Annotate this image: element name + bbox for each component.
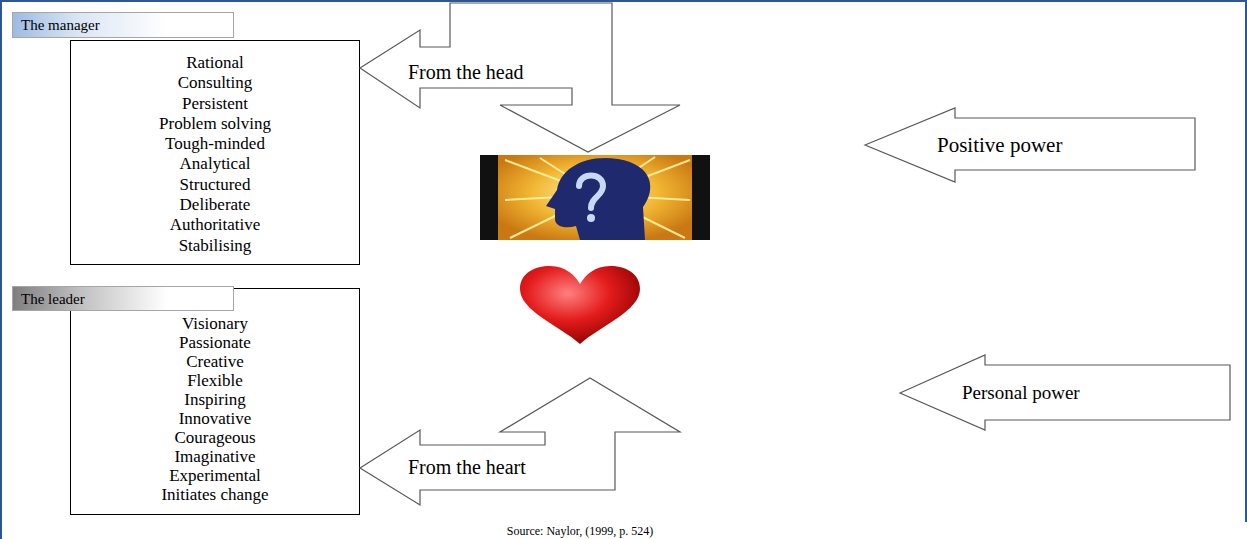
trait-text: Courageous bbox=[71, 428, 359, 447]
heading-text: The manager bbox=[21, 16, 225, 34]
block-arrow: From the head bbox=[360, 3, 680, 153]
caption-holder: Source: Naylor, (1999, p. 524) bbox=[0, 521, 1160, 539]
trait-text: Rational bbox=[71, 53, 359, 73]
arrow-shape bbox=[360, 378, 680, 505]
trait-text: Experimental bbox=[71, 466, 359, 485]
arrow-label: From the heart bbox=[408, 456, 526, 479]
trait-list-box: RationalConsultingPersistentProblem solv… bbox=[70, 40, 360, 265]
block-arrow: From the heart bbox=[360, 378, 680, 505]
arrow-shape bbox=[900, 355, 1230, 430]
trait-text: Inspiring bbox=[71, 390, 359, 409]
trait-text: Imaginative bbox=[71, 447, 359, 466]
source-caption: Source: Naylor, (1999, p. 524) bbox=[507, 524, 654, 538]
heading-tab: The manager bbox=[12, 12, 234, 38]
arrow-shape bbox=[360, 3, 680, 152]
trait-text: Analytical bbox=[71, 154, 359, 174]
trait-text: Flexible bbox=[71, 371, 359, 390]
head-icon bbox=[480, 155, 710, 240]
arrow-label: From the head bbox=[408, 61, 524, 84]
arrow-label: Personal power bbox=[962, 382, 1080, 404]
trait-text: Stabilising bbox=[71, 236, 359, 256]
trait-text: Problem solving bbox=[71, 114, 359, 134]
arrow-outline bbox=[360, 378, 680, 505]
trait-text: Initiates change bbox=[71, 485, 359, 504]
trait-text: Tough-minded bbox=[71, 134, 359, 154]
block-arrow: Positive power bbox=[865, 108, 1195, 182]
heading-text: The leader bbox=[21, 290, 225, 308]
heart-symbol bbox=[520, 266, 640, 344]
trait-text: Persistent bbox=[71, 94, 359, 114]
arrow-shape bbox=[865, 108, 1195, 182]
trait-text: Innovative bbox=[71, 409, 359, 428]
trait-text: Deliberate bbox=[71, 195, 359, 215]
trait-text: Consulting bbox=[71, 73, 359, 93]
trait-list-box: VisionaryPassionateCreativeFlexibleInspi… bbox=[70, 288, 360, 515]
trait-text: Passionate bbox=[71, 333, 359, 352]
heading-tab: The leader bbox=[12, 286, 234, 311]
trait-text: Authoritative bbox=[71, 215, 359, 235]
block-arrow: Personal power bbox=[900, 355, 1230, 430]
arrow-label: Positive power bbox=[937, 133, 1062, 158]
trait-text: Creative bbox=[71, 352, 359, 371]
trait-text: Visionary bbox=[71, 314, 359, 333]
trait-text: Structured bbox=[71, 175, 359, 195]
